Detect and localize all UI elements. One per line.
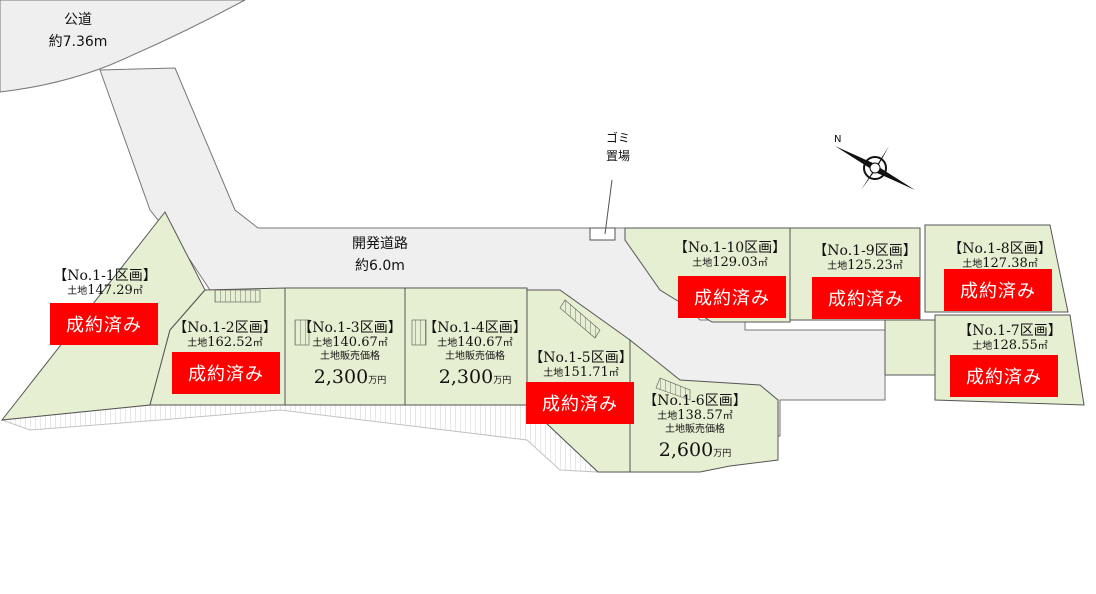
common-area xyxy=(884,319,936,376)
lot-area-unit: ㎡ xyxy=(502,338,513,350)
lot-price-label: 土地販売価格 xyxy=(320,351,380,363)
lot-area-label: 土地 xyxy=(543,368,564,380)
lot-title: 【No.1-3区画】 xyxy=(298,320,402,336)
lot-area-label: 土地 xyxy=(437,338,458,350)
lot-area-unit: ㎡ xyxy=(132,286,143,298)
dev-road-name: 開発道路 xyxy=(352,236,408,252)
sold-badge-lot-1-1: 成約済み xyxy=(50,303,158,345)
lot-area: 162.52 xyxy=(207,335,253,351)
sold-badge-lot-1-8: 成約済み xyxy=(944,269,1052,311)
lot-area-label: 土地 xyxy=(187,338,208,350)
dev-road-label: 開発道路 約6.0m xyxy=(340,236,420,274)
lot-1-8-label[interactable]: 【No.1-8区画】 土地127.38㎡ xyxy=(935,241,1065,272)
sold-badge-lot-1-2: 成約済み xyxy=(172,352,280,394)
lot-title: 【No.1-1区画】 xyxy=(53,268,157,284)
lot-area-unit: ㎡ xyxy=(377,338,388,350)
dev-road-width: 約6.0m xyxy=(355,258,405,275)
bottom-walkway xyxy=(1,404,600,473)
lot-area-unit: ㎡ xyxy=(608,368,619,380)
lot-price: 2,600 xyxy=(658,438,714,461)
public-road-label: 公道 約7.36m xyxy=(48,12,108,50)
sold-badge-lot-1-5: 成約済み xyxy=(526,382,634,424)
lot-area-unit: ㎡ xyxy=(252,338,263,350)
compass-icon xyxy=(835,146,915,190)
lot-title: 【No.1-9区画】 xyxy=(813,243,917,259)
public-road-name: 公道 xyxy=(64,12,92,28)
lot-title: 【No.1-5区画】 xyxy=(529,350,633,366)
lot-area-unit: ㎡ xyxy=(722,411,733,423)
lot-title: 【No.1-8区画】 xyxy=(948,241,1052,257)
garbage-label-line1: ゴミ xyxy=(605,131,630,145)
lot-price-unit: 万円 xyxy=(368,375,387,386)
lot-1-6-label[interactable]: 【No.1-6区画】 土地138.57㎡ 土地販売価格 2,600万円 xyxy=(630,393,760,461)
stairs xyxy=(214,289,691,401)
lot-area-label: 土地 xyxy=(692,258,713,270)
lot-title: 【No.1-10区画】 xyxy=(673,240,787,256)
lot-area: 138.57 xyxy=(677,408,723,424)
garbage-label: ゴミ 置場 xyxy=(598,131,638,164)
lot-area: 151.71 xyxy=(563,365,609,381)
lot-area-label: 土地 xyxy=(972,341,993,353)
lot-title: 【No.1-4区画】 xyxy=(423,320,527,336)
lot-1-4-label[interactable]: 【No.1-4区画】 土地140.67㎡ 土地販売価格 2,300万円 xyxy=(410,320,540,388)
lot-price-label: 土地販売価格 xyxy=(445,351,505,363)
lot-area-label: 土地 xyxy=(962,259,983,271)
lot-1-2-label[interactable]: 【No.1-2区画】 土地162.52㎡ xyxy=(160,320,290,351)
lot-area-label: 土地 xyxy=(657,411,678,423)
lot-1-3-label[interactable]: 【No.1-3区画】 土地140.67㎡ 土地販売価格 2,300万円 xyxy=(285,320,415,388)
lot-1-10-label[interactable]: 【No.1-10区画】 土地129.03㎡ xyxy=(665,240,795,271)
lot-area-unit: ㎡ xyxy=(892,261,903,273)
lot-price-unit: 万円 xyxy=(493,375,512,386)
lot-1-6-parcel[interactable] xyxy=(629,338,779,473)
lot-title: 【No.1-7区画】 xyxy=(958,323,1062,339)
lot-area-unit: ㎡ xyxy=(1037,341,1048,353)
lot-title: 【No.1-2区画】 xyxy=(173,320,277,336)
lot-area: 125.23 xyxy=(847,258,893,274)
sold-badge-lot-1-9: 成約済み xyxy=(812,277,920,319)
lot-area: 128.55 xyxy=(992,338,1038,354)
sold-badge-lot-1-7: 成約済み xyxy=(950,355,1058,397)
garbage-label-line2: 置場 xyxy=(605,148,630,163)
garbage-area xyxy=(589,227,616,241)
lot-1-1-label[interactable]: 【No.1-1区画】 土地147.29㎡ xyxy=(40,268,170,299)
lot-area-label: 土地 xyxy=(827,261,848,273)
lot-area: 127.38 xyxy=(982,256,1028,272)
lot-price: 2,300 xyxy=(438,365,494,388)
lot-1-5-label[interactable]: 【No.1-5区画】 土地151.71㎡ xyxy=(516,350,646,381)
lot-area-label: 土地 xyxy=(312,338,333,350)
sold-badge-lot-1-10: 成約済み xyxy=(678,276,786,318)
compass-north-label: N xyxy=(834,134,842,145)
garbage-leader-line xyxy=(604,179,613,235)
public-road-width: 約7.36m xyxy=(48,34,108,51)
lot-area-unit: ㎡ xyxy=(1027,259,1038,271)
lot-area: 140.67 xyxy=(457,335,503,351)
lot-price-label: 土地販売価格 xyxy=(665,424,725,436)
lot-price-unit: 万円 xyxy=(713,448,732,459)
lot-1-7-label[interactable]: 【No.1-7区画】 土地128.55㎡ xyxy=(945,323,1075,354)
lot-area-unit: ㎡ xyxy=(757,258,768,270)
lot-area: 147.29 xyxy=(87,283,133,299)
lot-area-label: 土地 xyxy=(67,286,88,298)
lot-area: 129.03 xyxy=(712,255,758,271)
lot-price: 2,300 xyxy=(313,365,369,388)
lot-area: 140.67 xyxy=(332,335,378,351)
lot-title: 【No.1-6区画】 xyxy=(643,393,747,409)
lot-1-9-label[interactable]: 【No.1-9区画】 土地125.23㎡ xyxy=(800,243,930,274)
public-road xyxy=(0,0,246,93)
